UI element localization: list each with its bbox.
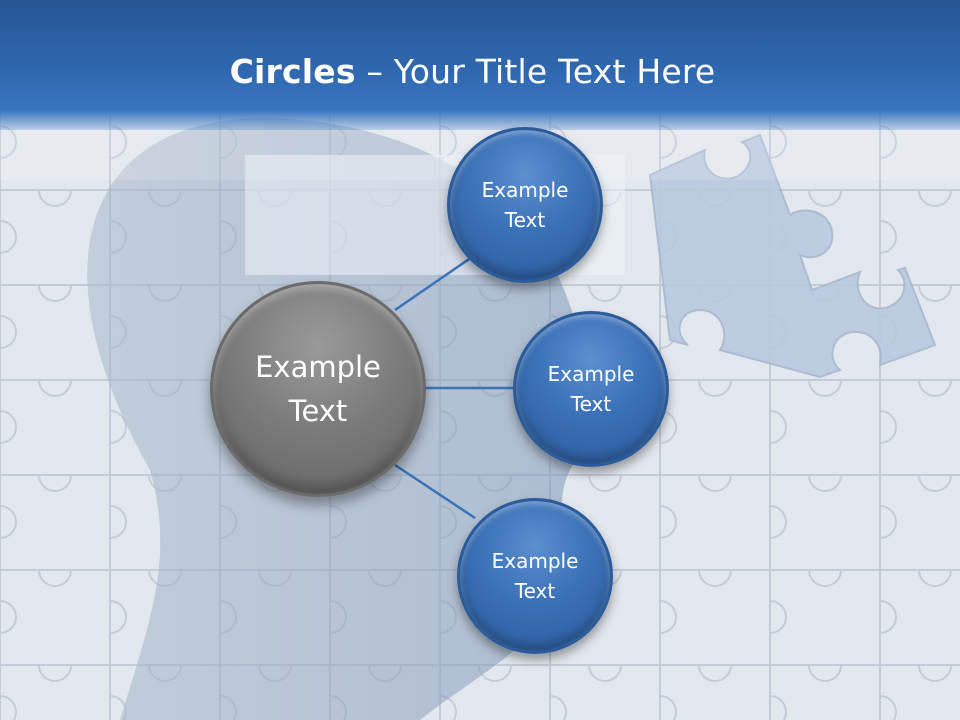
- puzzle-piece-icon: [648, 133, 937, 379]
- center-line1: Example: [255, 350, 381, 384]
- connector-top: [394, 253, 476, 312]
- title-bold: Circles: [229, 52, 356, 91]
- node-top-line2: Text: [504, 208, 546, 232]
- node-top-line1: Example: [481, 178, 569, 202]
- node-middle-line2: Text: [570, 392, 612, 416]
- node-middle-line1: Example: [547, 362, 635, 386]
- center-line2: Text: [288, 394, 348, 428]
- node-bottom-line1: Example: [491, 549, 579, 573]
- connector-bottom: [394, 463, 476, 520]
- node-bottom-line2: Text: [514, 579, 556, 603]
- slide-title: Circles – Your Title Text Here: [0, 52, 945, 91]
- title-rest: – Your Title Text Here: [355, 52, 716, 91]
- title-band: [0, 0, 960, 130]
